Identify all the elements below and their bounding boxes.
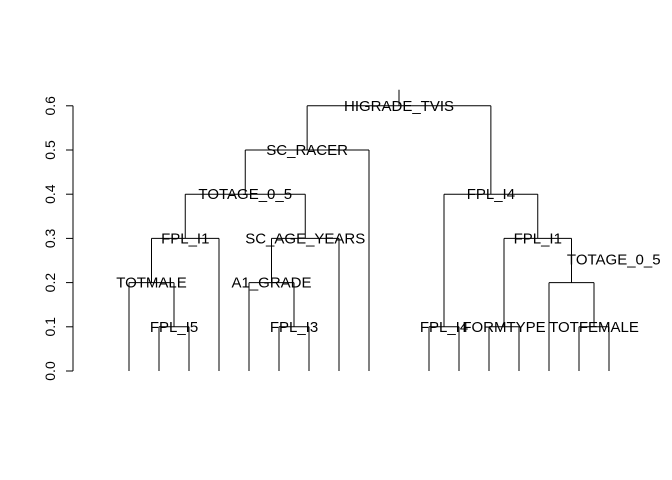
node-label: FPL_I1: [161, 230, 209, 247]
node-label: FPL_I5: [150, 319, 198, 336]
node-label: FPL_I1: [514, 230, 562, 247]
node-label: A1_GRADE: [231, 275, 311, 292]
y-tick-label: 0.2: [42, 273, 58, 293]
node-label: FPL_I3: [270, 319, 318, 336]
y-tick-label: 0.5: [42, 140, 58, 160]
node-label: FORMTYPE: [462, 319, 545, 336]
node-label: FPL_I4: [467, 186, 515, 203]
dendrogram-links: [128, 89, 610, 371]
y-tick-label: 0.1: [42, 317, 58, 337]
y-tick-label: 0.3: [42, 228, 58, 248]
node-label: FPL_I4: [420, 319, 468, 336]
y-axis: 0.0 0.1 0.2 0.3 0.4 0.5 0.6: [42, 96, 74, 381]
node-label: SC_RACER: [266, 142, 348, 159]
node-label: TOTMALE: [116, 275, 187, 292]
node-label: TOTFEMALE: [549, 319, 639, 336]
node-label: TOTAGE_0_5: [567, 251, 661, 268]
node-label: SC_AGE_YEARS: [245, 230, 365, 247]
y-tick-label: 0.4: [42, 184, 58, 204]
node-label: HIGRADE_TVIS: [344, 98, 454, 115]
y-tick-label: 0.6: [42, 96, 58, 116]
node-label: TOTAGE_0_5: [198, 186, 292, 203]
y-tick-label: 0.0: [42, 361, 58, 381]
